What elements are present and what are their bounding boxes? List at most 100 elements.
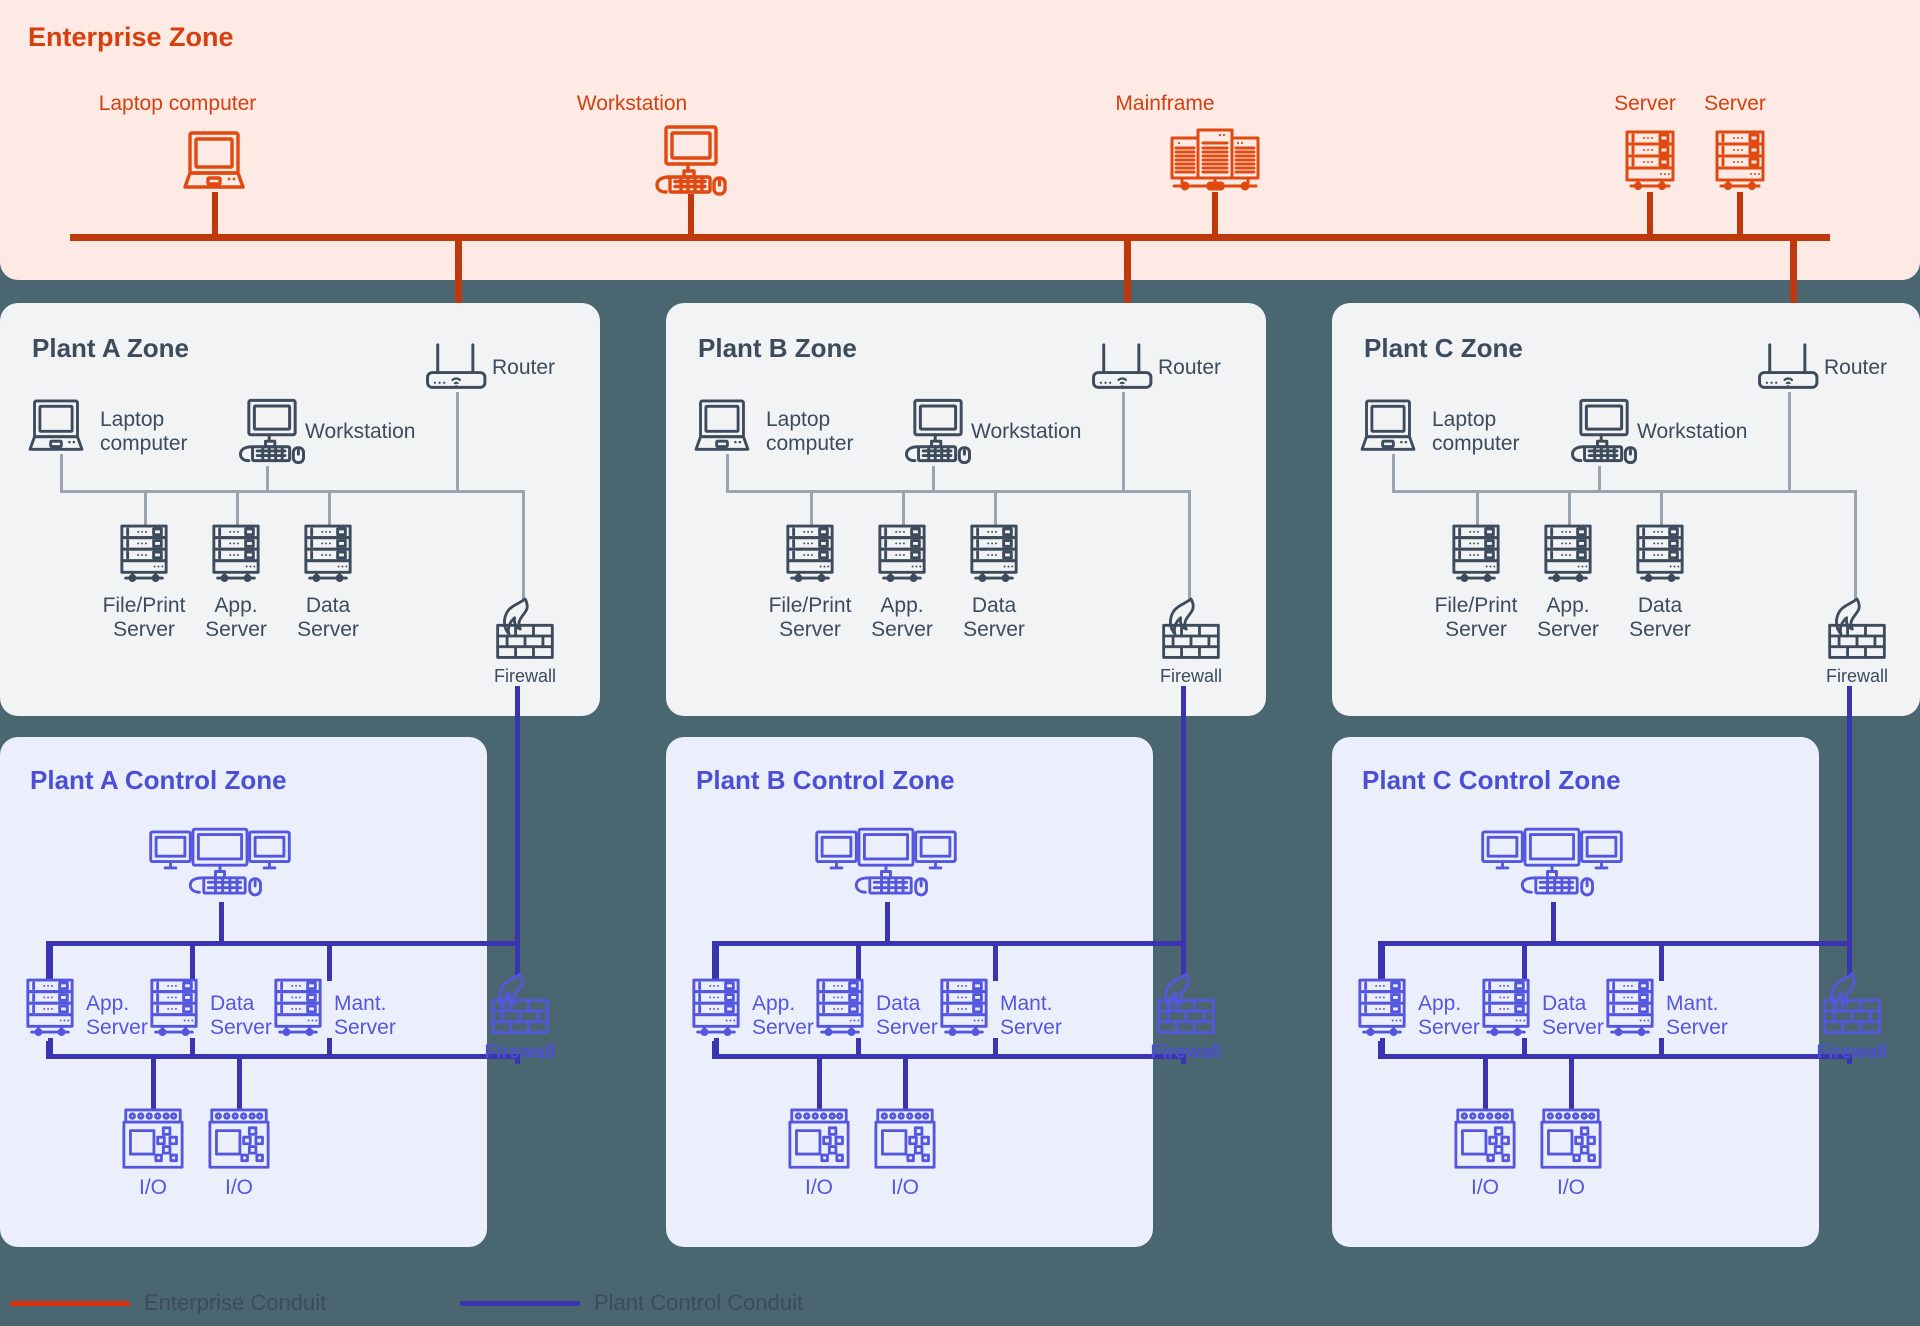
plant-2-server-1-label: App. Server — [1537, 594, 1599, 641]
plant-1-laptop-label: Laptop computer — [766, 408, 854, 455]
plant-0-workstation-drop — [266, 466, 269, 492]
plant-1-router-label: Router — [1158, 356, 1222, 379]
plant-0-workstation-label: Workstation — [305, 420, 416, 443]
control-0-upper-bus — [46, 941, 486, 946]
control-0-server-1-lower-drop — [190, 1038, 195, 1058]
plant-2-server-2-label: Data Server — [1629, 594, 1691, 641]
plant-2-server-2-icon — [1634, 524, 1686, 584]
control-0-server-1-label: Data Server — [210, 992, 272, 1039]
plant-2-server-1-icon — [1542, 524, 1594, 584]
control-1-firewall-lower-riser — [1181, 1054, 1186, 1064]
control-2-server-0-lower-drop — [1380, 1038, 1385, 1058]
plant-0-router-icon — [422, 342, 496, 392]
control-1-server-0-lower-drop — [714, 1038, 719, 1058]
control-2-firewall-lower-riser — [1847, 1054, 1852, 1064]
enterprise-mainframe-drop — [1212, 192, 1218, 238]
control-2-io-0-label: I/O — [1470, 1176, 1499, 1199]
plant-1-firewall-label: Firewall — [1159, 666, 1222, 686]
plant-2-server-0-label: File/Print Server — [1434, 594, 1518, 641]
plant-b-zone-title: Plant B Zone — [698, 333, 857, 363]
plant-1-workstation-icon — [900, 398, 976, 464]
control-0-firewall-upper-riser — [515, 686, 520, 976]
plant-1-server-0-drop — [810, 490, 813, 526]
control-1-firewall-lower-bus-link — [1150, 1054, 1186, 1059]
control-2-lower-bus — [1378, 1054, 1818, 1059]
control-1-server-0-drop — [714, 941, 719, 981]
plant-1-internal-bus — [726, 490, 1191, 493]
plant-2-internal-bus — [1392, 490, 1857, 493]
plant-0-laptop-drop — [60, 454, 63, 492]
plant-c-zone-panel — [1332, 303, 1920, 716]
control-2-io-1-icon — [1540, 1108, 1602, 1172]
enterprise-server-1-label: Server — [1614, 92, 1676, 115]
control-1-server-2-lower-drop — [993, 1038, 998, 1058]
plant-2-firewall-label: Firewall — [1825, 666, 1888, 686]
control-1-server-2-icon — [938, 978, 990, 1038]
control-1-server-0-label: App. Server — [752, 992, 814, 1039]
control-2-io-0-drop — [1483, 1056, 1488, 1110]
control-1-server-2-label: Mant. Server — [1000, 992, 1062, 1039]
control-1-hmi-drop — [885, 902, 890, 944]
enterprise-workstation-drop — [688, 194, 694, 238]
control-2-server-0-icon — [1356, 978, 1408, 1038]
plant-0-server-0-label: File/Print Server — [102, 594, 186, 641]
plant-0-server-0-icon — [118, 524, 170, 584]
enterprise-to-plant-b-drop — [1124, 234, 1131, 334]
enterprise-zone-title: Enterprise Zone — [28, 22, 234, 52]
control-0-firewall-icon — [487, 972, 553, 1040]
control-1-lower-bus — [712, 1054, 1152, 1059]
plant-0-server-2-label: Data Server — [297, 594, 359, 641]
plant-b-control-zone-title: Plant B Control Zone — [696, 765, 955, 795]
plant-2-server-2-drop — [1660, 490, 1663, 526]
legend-item-enterprise-conduit: Enterprise Conduit — [10, 1290, 326, 1316]
plant-0-server-1-drop — [236, 490, 239, 526]
control-0-firewall-lower-bus-link — [484, 1054, 520, 1059]
control-0-hmi-drop — [219, 902, 224, 944]
control-2-server-1-lower-drop — [1522, 1038, 1527, 1058]
plant-2-workstation-label: Workstation — [1637, 420, 1748, 443]
control-0-server-2-icon — [272, 978, 324, 1038]
control-1-firewall-label: Firewall — [1150, 1042, 1222, 1063]
control-2-hmi-drop — [1551, 902, 1556, 944]
control-1-server-1-icon — [814, 978, 866, 1038]
control-2-server-1-label: Data Server — [1542, 992, 1604, 1039]
plant-2-router-label: Router — [1824, 356, 1888, 379]
control-0-server-0-label: App. Server — [86, 992, 148, 1039]
control-2-server-2-icon — [1604, 978, 1656, 1038]
control-2-server-2-lower-drop — [1659, 1038, 1664, 1058]
control-1-server-0-icon — [690, 978, 742, 1038]
mainframe-icon — [1168, 128, 1263, 192]
plant-0-server-1-label: App. Server — [205, 594, 267, 641]
control-2-hmi-icon — [1480, 827, 1624, 906]
plant-1-server-0-label: File/Print Server — [768, 594, 852, 641]
control-1-upper-bus — [712, 941, 1152, 946]
control-0-server-2-label: Mant. Server — [334, 992, 396, 1039]
control-2-io-1-drop — [1569, 1056, 1574, 1110]
plant-1-workstation-label: Workstation — [971, 420, 1082, 443]
enterprise-bus-line — [70, 234, 1830, 241]
enterprise-laptop-drop — [212, 192, 218, 238]
plant-1-server-2-label: Data Server — [963, 594, 1025, 641]
enterprise-server-1-drop — [1647, 192, 1653, 238]
enterprise-workstation-label: Workstation — [576, 92, 688, 115]
control-2-server-1-drop — [1522, 941, 1527, 981]
plant-0-firewall-link — [522, 492, 525, 600]
plant-0-laptop-icon — [22, 398, 90, 454]
plant-c-zone-title: Plant C Zone — [1364, 333, 1523, 363]
control-0-server-1-icon — [148, 978, 200, 1038]
server-icon — [1713, 130, 1767, 192]
control-2-io-1-label: I/O — [1556, 1176, 1585, 1199]
control-2-server-1-icon — [1480, 978, 1532, 1038]
control-0-io-1-drop — [237, 1056, 242, 1110]
legend: Enterprise Conduit Plant Control Conduit — [0, 1290, 1920, 1326]
control-1-firewall-upper-bus-link — [1150, 941, 1186, 946]
enterprise-server-2-drop — [1737, 192, 1743, 238]
plant-1-server-0-icon — [784, 524, 836, 584]
control-0-server-0-drop — [48, 941, 53, 981]
plant-1-server-2-icon — [968, 524, 1020, 584]
plant-0-router-label: Router — [492, 356, 556, 379]
control-0-server-0-icon — [24, 978, 76, 1038]
plant-0-firewall-label: Firewall — [493, 666, 556, 686]
plant-2-server-1-drop — [1568, 490, 1571, 526]
plant-0-server-2-icon — [302, 524, 354, 584]
